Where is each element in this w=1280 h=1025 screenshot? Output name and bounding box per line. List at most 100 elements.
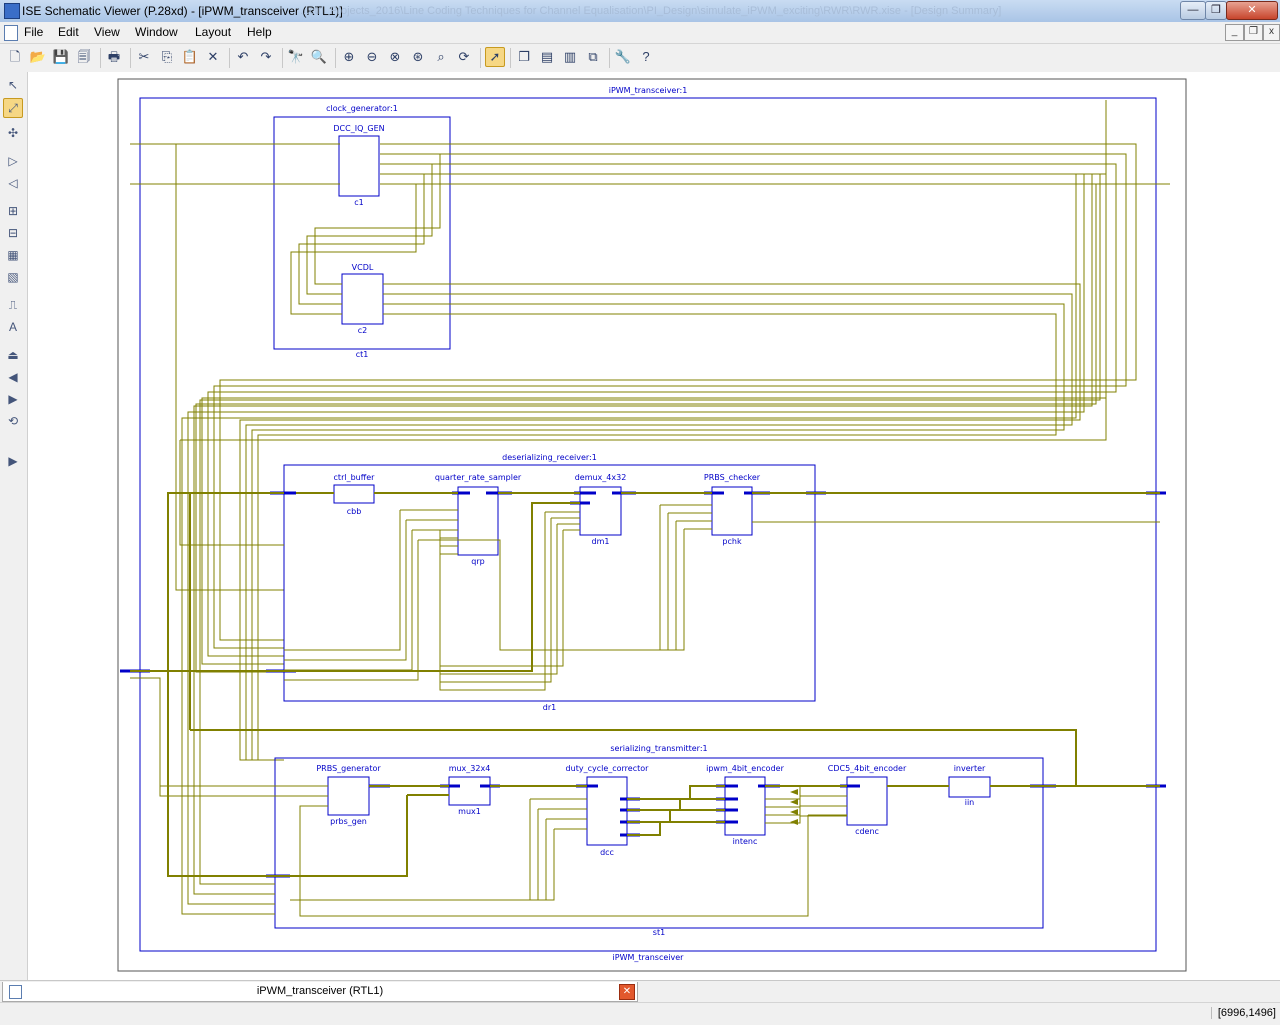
save-all-icon[interactable]: 🗐 — [77, 49, 91, 64]
delete-icon[interactable]: ✕ — [207, 49, 219, 64]
menu-layout[interactable]: Layout — [195, 25, 232, 39]
toolbar-separator — [229, 48, 230, 68]
copy-icon[interactable]: ⎘ — [161, 49, 173, 64]
arrange-icon[interactable]: ⧉ — [588, 49, 598, 64]
tile-horizontal-icon[interactable]: ▤ — [540, 49, 554, 64]
wire-arrow — [790, 809, 798, 815]
menu-edit[interactable]: Edit — [58, 25, 79, 39]
zoom-area-icon[interactable]: ⌕ — [437, 49, 445, 64]
toolbar-separator — [282, 48, 283, 68]
document-tab-bar: iPWM_transceiver (RTL1) ✕ — [0, 980, 1280, 1003]
zoom-full-icon[interactable]: ⊗ — [389, 49, 401, 64]
minimize-button[interactable]: — — [1180, 1, 1206, 20]
wire — [180, 100, 1107, 441]
main-toolbar: 🗋 📂 💾 🗐 🖶 ✂ ⎘ 📋 ✕ ↶ ↷ 🔭 🔍 ⊕ ⊖ ⊗ ⊛ ⌕ ⟳ ➚ ❐ ▤ ▥ ⧉ 🔧? — [0, 44, 1280, 73]
print-icon[interactable]: 🖶 — [107, 49, 121, 64]
wire — [130, 677, 328, 797]
tab-label: iPWM_transceiver (RTL1) — [256, 985, 384, 997]
cascade-windows-icon[interactable]: ❐ — [518, 49, 530, 64]
mdi-minimize-button[interactable]: _ — [1225, 24, 1244, 41]
block-footer-ct1: ct1 — [356, 350, 369, 359]
backward-icon[interactable]: ◁ — [8, 176, 18, 190]
wire — [195, 183, 1097, 673]
go-forward-icon[interactable]: ▶ — [8, 392, 18, 406]
block-pchk — [711, 486, 753, 536]
block-footer-dm1: dm1 — [592, 537, 610, 546]
find-next-icon[interactable]: 🔍 — [310, 49, 328, 64]
schematic-diagram[interactable]: iPWM_transceiver:1iPWM_transceiverclock_… — [28, 72, 1280, 980]
wire — [765, 795, 847, 808]
wire — [167, 492, 408, 877]
refresh-view-icon[interactable]: ⟲ — [7, 414, 19, 428]
wire — [213, 153, 1127, 649]
properties-wrench-icon[interactable]: 🔧 — [614, 49, 632, 64]
block-footer-dr1: dr1 — [543, 703, 556, 712]
menu-window[interactable]: Window — [135, 25, 178, 39]
wire — [765, 785, 847, 800]
wire — [290, 809, 539, 901]
block-footer-iin: iin — [965, 798, 975, 807]
close-button[interactable]: ✕ — [1226, 1, 1278, 20]
help-pointer-icon[interactable]: ? — [642, 49, 650, 64]
find-icon[interactable]: 🔭 — [287, 49, 305, 64]
block-title-st1: serializing_transmitter:1 — [610, 744, 707, 753]
new-file-icon[interactable]: 🗋 — [9, 49, 21, 64]
cut-icon[interactable]: ✂ — [138, 49, 150, 64]
menu-help[interactable]: Help — [247, 25, 272, 39]
add-text-icon[interactable]: A — [8, 320, 17, 334]
copy-symbol-icon[interactable]: ▦ — [7, 248, 19, 262]
wire — [201, 173, 1107, 665]
mdi-close-button[interactable]: x — [1263, 24, 1280, 41]
menu-view[interactable]: View — [94, 25, 120, 39]
run-icon[interactable]: ▶ — [8, 454, 18, 468]
save-icon[interactable]: 💾 — [52, 49, 70, 64]
toolbar-separator — [510, 48, 511, 68]
hierarchy-push-icon[interactable]: ⊞ — [7, 204, 19, 218]
hierarchy-pop-icon[interactable]: ⊟ — [7, 226, 19, 240]
block-cdenc — [846, 776, 888, 826]
wire — [306, 163, 433, 295]
restore-button[interactable]: ❐ — [1205, 1, 1227, 20]
redo-icon[interactable]: ↷ — [260, 49, 272, 64]
paste-icon[interactable]: 📋 — [181, 49, 199, 64]
mdi-restore-button[interactable]: ❐ — [1244, 24, 1263, 41]
select-pointer-icon[interactable]: ➚ — [485, 47, 505, 67]
undo-icon[interactable]: ↶ — [237, 49, 249, 64]
net-mode-icon[interactable]: ⤢ — [3, 98, 23, 118]
refresh-icon[interactable]: ⟳ — [458, 49, 470, 64]
wire — [765, 805, 847, 816]
tile-vertical-icon[interactable]: ▥ — [563, 49, 577, 64]
wire-arrow — [790, 789, 798, 795]
paste-symbol-icon[interactable]: ▧ — [7, 270, 19, 284]
block-footer-intenc: intenc — [733, 837, 758, 846]
tab-close-icon[interactable]: ✕ — [619, 984, 635, 1000]
wire — [439, 512, 546, 691]
forward-icon[interactable]: ▷ — [8, 154, 18, 168]
add-pin-icon[interactable]: ⎍ — [8, 298, 18, 312]
tab-iPWM-transceiver[interactable]: iPWM_transceiver (RTL1) ✕ — [2, 982, 638, 1002]
left-toolbar: ↖ ⤢ ✣ ▷ ◁ ⊞ ⊟ ▦ ▧ ⎍ A ⏏ ◀ ▶ ⟲ ▶ — [0, 72, 28, 980]
block-title-dcc: duty_cycle_corrector — [566, 764, 650, 773]
wire — [627, 809, 725, 823]
select-arrow-icon[interactable]: ↖ — [7, 78, 19, 92]
zoom-out-icon[interactable]: ⊖ — [366, 49, 378, 64]
push-up-icon[interactable]: ⏏ — [7, 348, 19, 362]
add-elements-icon[interactable]: ✣ — [7, 126, 19, 140]
open-folder-icon[interactable]: 📂 — [29, 49, 47, 64]
block-footer-c1: c1 — [354, 198, 364, 207]
block-qrp — [457, 486, 499, 556]
document-icon — [4, 25, 18, 41]
block-title-cbb: ctrl_buffer — [334, 473, 376, 482]
wire — [299, 805, 809, 917]
go-back-icon[interactable]: ◀ — [8, 370, 18, 384]
wire — [181, 174, 1077, 915]
block-footer-mux1: mux1 — [458, 807, 481, 816]
zoom-selection-icon[interactable]: ⊛ — [412, 49, 424, 64]
wire — [245, 293, 1073, 761]
block-title-iin: inverter — [954, 764, 986, 773]
menu-file[interactable]: File — [24, 25, 44, 39]
menu-bar: File Edit View Window Layout Help _ ❐ x — [0, 22, 1280, 44]
block-cbb — [333, 484, 375, 504]
zoom-in-icon[interactable]: ⊕ — [343, 49, 355, 64]
